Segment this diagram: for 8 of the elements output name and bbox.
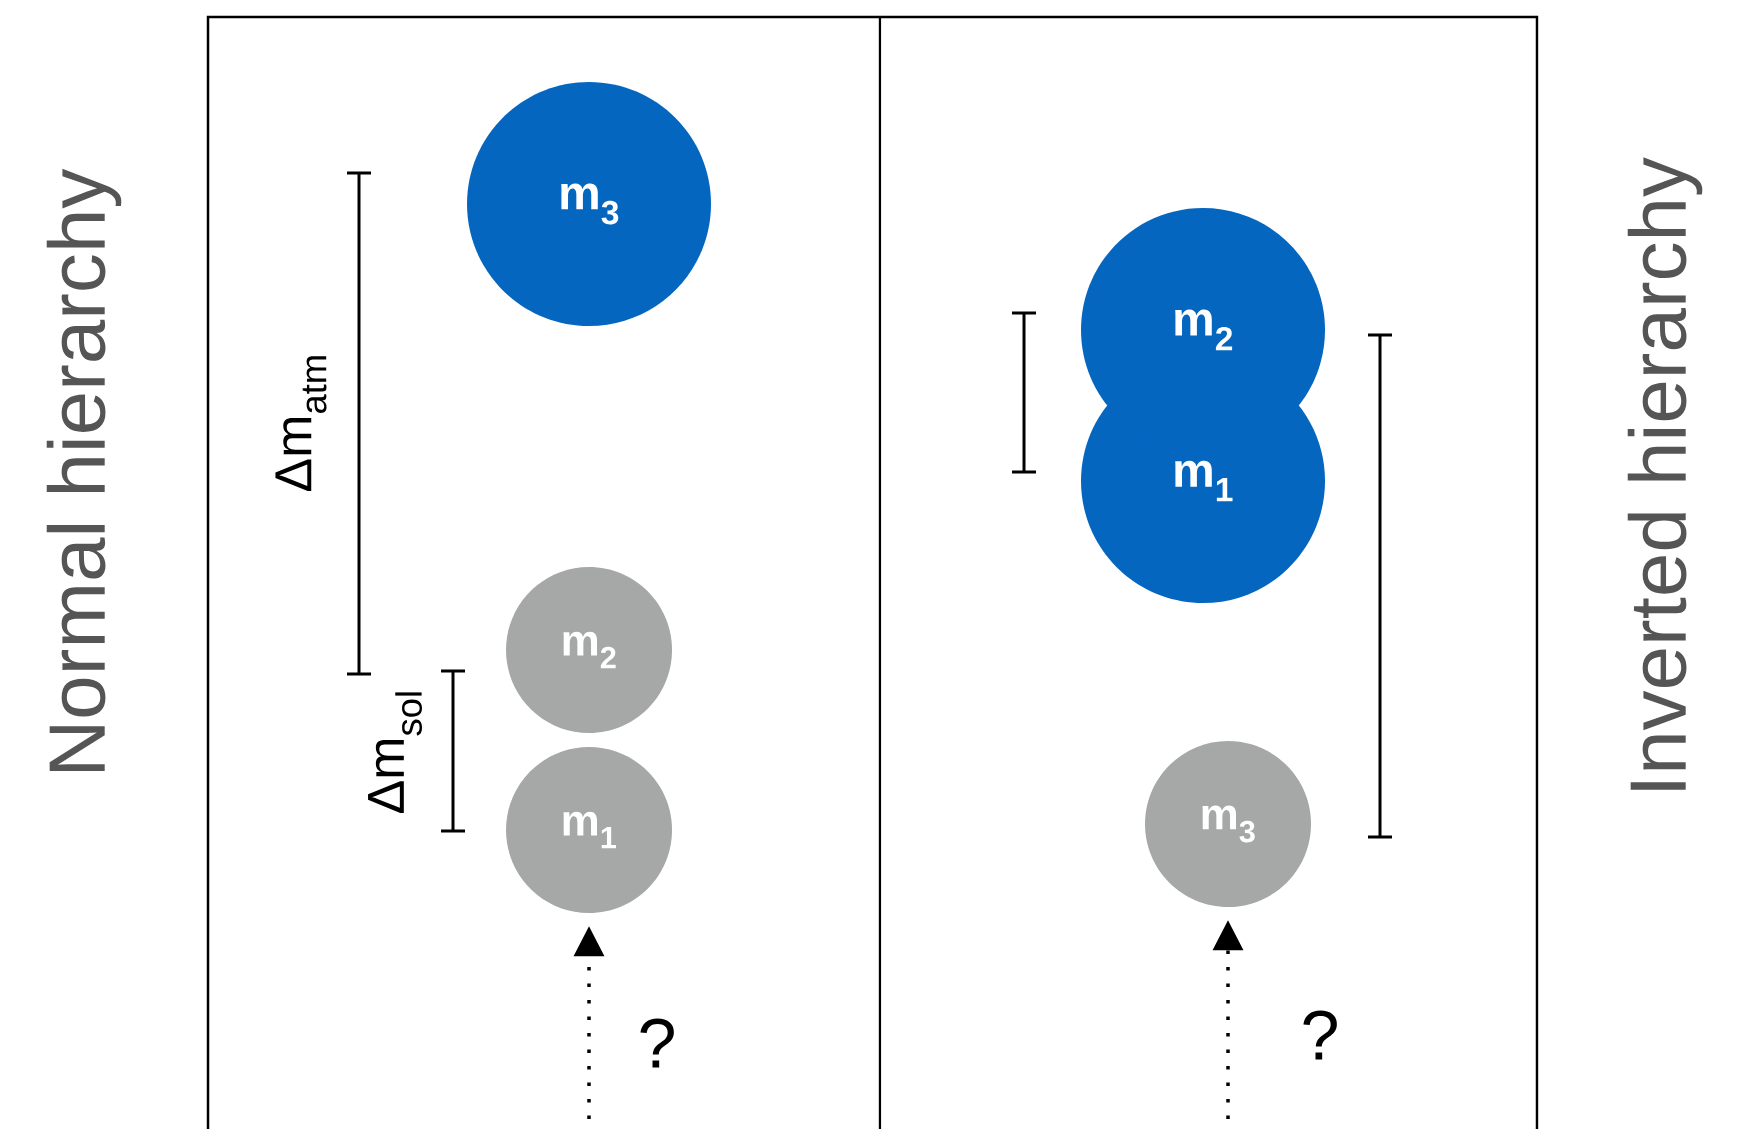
node-label: m$_{1}$ (1175, 460, 1233, 502)
question-mark: ? (640, 1018, 674, 1068)
side-label: Inverted hierarchy (1627, 157, 1703, 790)
question-mark: ? (1303, 1010, 1337, 1060)
node-label: m$_{2}$ (1175, 309, 1233, 351)
dimension-label: Δm$_{atm}$ (275, 356, 327, 492)
side-label: Normal hierarchy (46, 168, 122, 771)
dimension-label: Δm$_{sol}$ (368, 692, 422, 813)
